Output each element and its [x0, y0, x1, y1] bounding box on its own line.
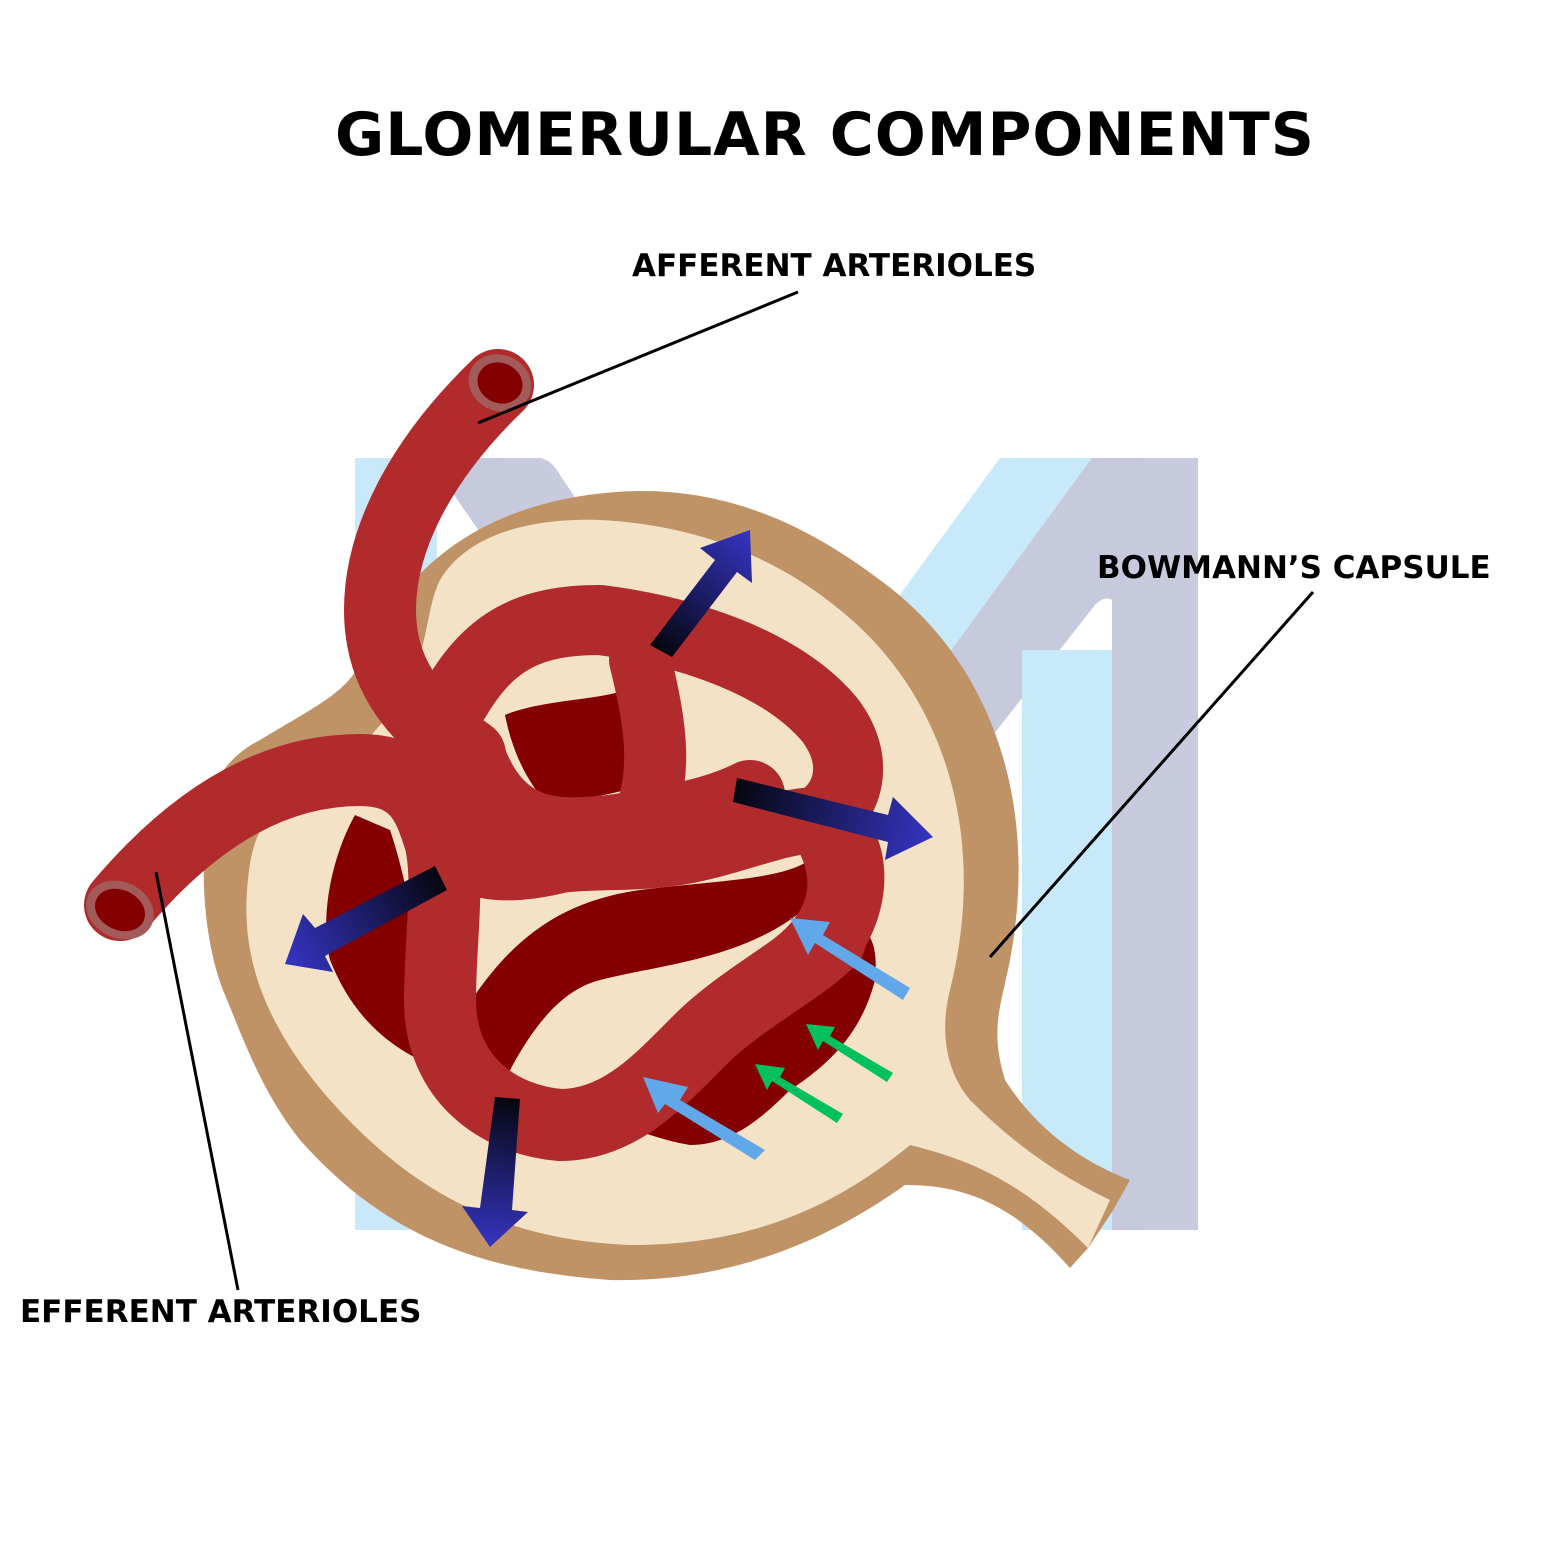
bowmans-capsule-label: BOWMANN’S CAPSULE — [1097, 550, 1491, 586]
page-title: GLOMERULAR COMPONENTS — [334, 100, 1315, 170]
filtration-arrow-up — [650, 530, 752, 657]
efferent-opening — [86, 880, 154, 940]
light-blue-arrows — [643, 918, 910, 1160]
filtration-arrow-right — [733, 778, 933, 860]
bowman-leader-line — [988, 591, 1315, 958]
afferent-opening — [468, 354, 532, 412]
glomerular-capillary-tuft — [84, 349, 885, 1161]
efferent-arterioles-label: EFFERENT ARTERIOLES — [20, 1294, 422, 1330]
filtration-arrow-left — [285, 866, 447, 972]
green-arrows — [755, 1024, 893, 1123]
afferent-arterioles-label: AFFERENT ARTERIOLES — [632, 248, 1037, 284]
filtration-arrow-down — [462, 1097, 528, 1247]
afferent-leader-line — [477, 290, 799, 425]
efferent-leader-line — [154, 871, 240, 1291]
